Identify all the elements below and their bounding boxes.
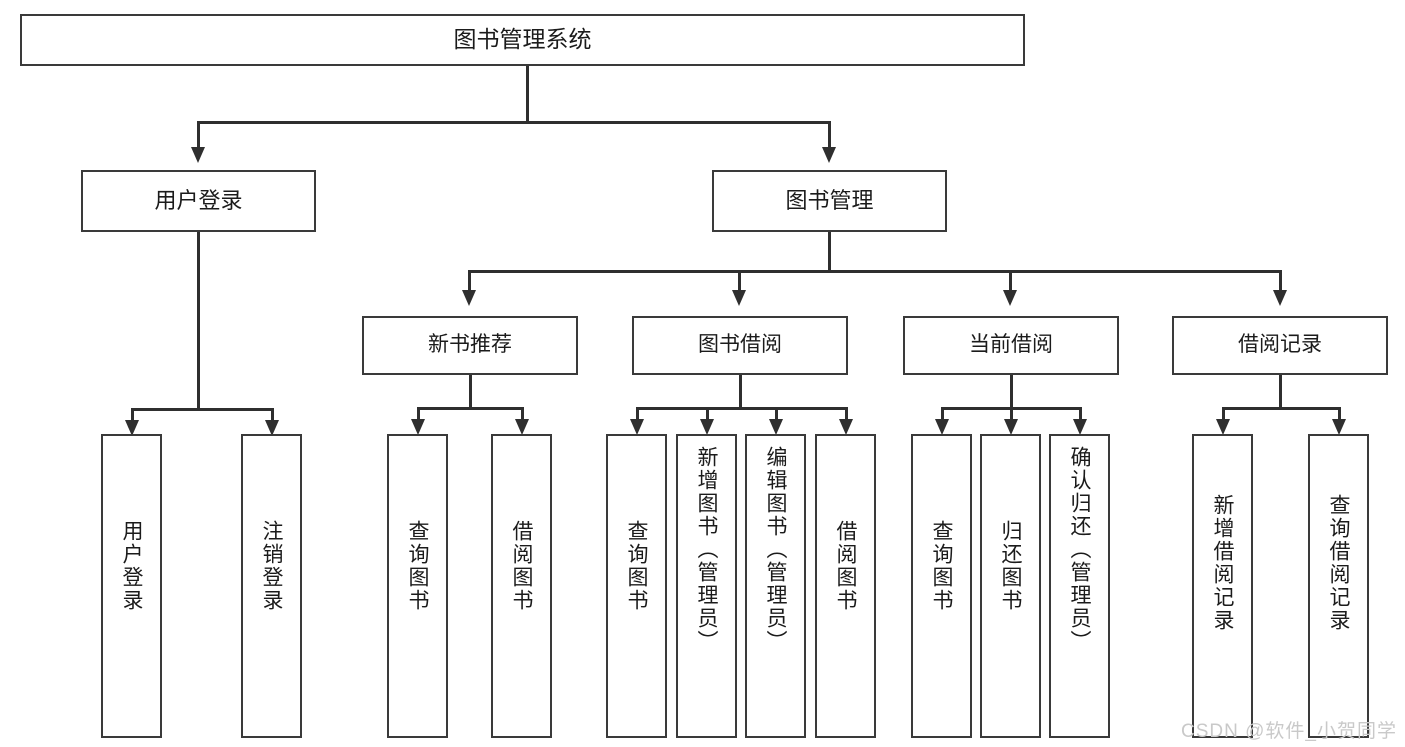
connector-book-manage-stem	[828, 232, 831, 271]
node-root-system[interactable]: 图书管理系统	[20, 14, 1025, 66]
connector-book-borrow-stem	[739, 375, 742, 409]
node-book-manage[interactable]: 图书管理	[712, 170, 947, 232]
node-label: 图书管理	[785, 188, 874, 214]
arrowhead-current-borrow	[1003, 290, 1017, 306]
connector-user-login-bus	[131, 408, 273, 411]
arrowhead-cb-return-book	[1004, 419, 1018, 435]
leaf-nb-query-book[interactable]: 查询图书	[387, 434, 448, 738]
node-label: 查询图书	[406, 520, 429, 612]
node-label: 借阅图书	[834, 520, 857, 612]
node-label: 查询图书	[930, 520, 953, 612]
node-label: 查询借阅记录	[1327, 494, 1350, 632]
connector-user-login-stem	[197, 232, 200, 410]
leaf-cb-query-book[interactable]: 查询图书	[911, 434, 972, 738]
node-label: 图书借阅	[698, 333, 782, 357]
arrowhead-nb-query-book	[411, 419, 425, 435]
connector-new-book-bus	[417, 407, 523, 410]
arrowhead-bb-add-book	[700, 419, 714, 435]
leaf-bb-borrow-book[interactable]: 借阅图书	[815, 434, 876, 738]
connector-new-book-stem	[469, 375, 472, 409]
arrowhead-nb-borrow-book	[515, 419, 529, 435]
leaf-nb-borrow-book[interactable]: 借阅图书	[491, 434, 552, 738]
connector-user-login-to-leaf-1	[131, 408, 134, 422]
node-label: 归还图书	[999, 520, 1022, 612]
connector-root-to-user-login	[197, 121, 200, 149]
leaf-logout[interactable]: 注销登录	[241, 434, 302, 738]
leaf-cb-return-book[interactable]: 归还图书	[980, 434, 1041, 738]
node-user-login[interactable]: 用户登录	[81, 170, 316, 232]
node-label: 用户登录	[120, 520, 143, 612]
arrowhead-user-login	[191, 147, 205, 163]
node-current-borrow[interactable]: 当前借阅	[903, 316, 1119, 375]
arrowhead-new-book	[462, 290, 476, 306]
connector-cb-leaf-2	[1010, 407, 1013, 421]
connector-root-to-book-manage	[828, 121, 831, 149]
node-label: 借阅记录	[1238, 333, 1322, 357]
leaf-user-login[interactable]: 用户登录	[101, 434, 162, 738]
leaf-br-add-record[interactable]: 新增借阅记录	[1192, 434, 1253, 738]
connector-book-borrow-bus	[636, 407, 845, 410]
arrowhead-bb-edit-book	[769, 419, 783, 435]
connector-bb-leaf-3	[775, 407, 778, 421]
node-label: 图书管理系统	[453, 26, 592, 53]
leaf-bb-query-book[interactable]: 查询图书	[606, 434, 667, 738]
leaf-bb-edit-book[interactable]: 编辑图书（管理员）	[745, 434, 806, 738]
connector-cb-leaf-3	[1079, 407, 1082, 421]
connector-br-leaf-1	[1222, 407, 1225, 421]
node-label: 注销登录	[260, 520, 283, 612]
node-book-borrow[interactable]: 图书借阅	[632, 316, 848, 375]
connector-root-stem	[526, 66, 529, 122]
node-borrow-record[interactable]: 借阅记录	[1172, 316, 1388, 375]
connector-borrow-record-bus	[1222, 407, 1338, 410]
arrowhead-bb-query-book	[630, 419, 644, 435]
connector-new-book-leaf-2	[521, 407, 524, 421]
node-label: 编辑图书（管理员）	[764, 446, 787, 653]
arrowhead-cb-query-book	[935, 419, 949, 435]
arrowhead-br-query-record	[1332, 419, 1346, 435]
arrowhead-book-manage	[822, 147, 836, 163]
node-label: 确认归还（管理员）	[1068, 446, 1091, 653]
arrowhead-bb-borrow-book	[839, 419, 853, 435]
connector-borrow-record-stem	[1279, 375, 1282, 409]
connector-bb-leaf-2	[706, 407, 709, 421]
connector-user-login-to-leaf-2	[271, 408, 274, 422]
leaf-bb-add-book[interactable]: 新增图书（管理员）	[676, 434, 737, 738]
connector-cb-leaf-1	[941, 407, 944, 421]
connector-bb-leaf-4	[845, 407, 848, 421]
arrowhead-br-add-record	[1216, 419, 1230, 435]
arrowhead-leaf-logout	[265, 420, 279, 436]
connector-to-book-borrow	[738, 270, 741, 292]
leaf-cb-confirm-return[interactable]: 确认归还（管理员）	[1049, 434, 1110, 738]
node-label: 新增图书（管理员）	[695, 446, 718, 653]
connector-to-borrow-record	[1279, 270, 1282, 292]
connector-book-manage-bus	[468, 270, 1280, 273]
node-label: 当前借阅	[969, 333, 1053, 357]
arrowhead-leaf-user-login	[125, 420, 139, 436]
node-label: 借阅图书	[510, 520, 533, 612]
leaf-br-query-record[interactable]: 查询借阅记录	[1308, 434, 1369, 738]
arrowhead-borrow-record	[1273, 290, 1287, 306]
arrowhead-book-borrow	[732, 290, 746, 306]
node-label: 新增借阅记录	[1211, 494, 1234, 632]
node-label: 新书推荐	[428, 333, 512, 357]
connector-to-current-borrow	[1009, 270, 1012, 292]
connector-bb-leaf-1	[636, 407, 639, 421]
connector-br-leaf-2	[1338, 407, 1341, 421]
node-new-book-recommend[interactable]: 新书推荐	[362, 316, 578, 375]
connector-current-borrow-stem	[1010, 375, 1013, 409]
node-label: 用户登录	[154, 188, 243, 214]
arrowhead-cb-confirm-return	[1073, 419, 1087, 435]
connector-new-book-leaf-1	[417, 407, 420, 421]
connector-to-new-book	[468, 270, 471, 292]
node-label: 查询图书	[625, 520, 648, 612]
connector-root-bus	[197, 121, 829, 124]
